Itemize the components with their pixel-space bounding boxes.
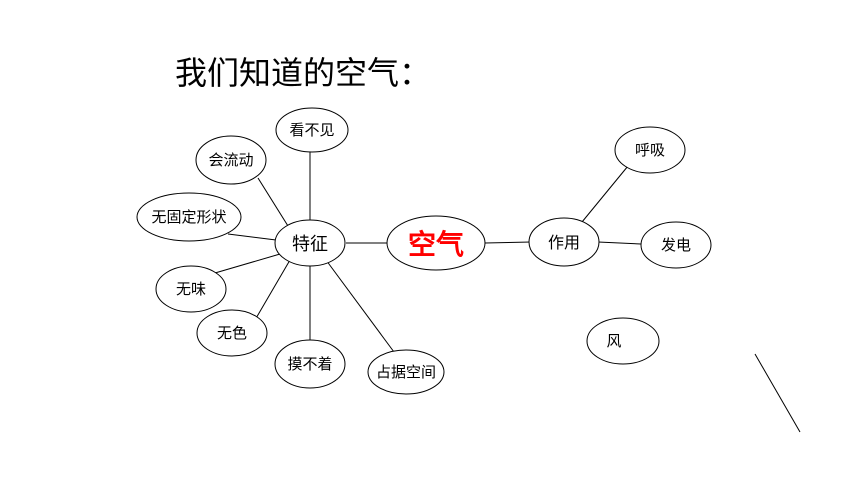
node-no-fixed-shape-label: 无固定形状 — [151, 208, 226, 226]
mind-map-edges — [214, 152, 801, 433]
node-tasteless-label: 无味 — [176, 280, 206, 298]
node-colorless — [196, 309, 268, 357]
edge-features-flows — [257, 177, 289, 227]
node-power — [640, 221, 712, 269]
node-no-fixed-shape — [136, 192, 242, 242]
node-flows-label: 会流动 — [208, 151, 253, 169]
node-center — [386, 215, 486, 271]
edge-uses-breathing — [581, 165, 629, 223]
edge-features-tasteless — [214, 253, 281, 274]
node-uses-label: 作用 — [548, 233, 580, 252]
node-invisible — [275, 107, 349, 153]
node-intangible — [274, 339, 346, 389]
edge-features-no-shape — [227, 233, 277, 241]
node-breathing — [614, 126, 686, 174]
node-power-label: 发电 — [661, 236, 691, 254]
edge-features-colorless — [254, 259, 291, 321]
node-colorless-label: 无色 — [217, 324, 247, 342]
mind-map-nodes: 空气 特征 看不见 会流动 无固定形状 无味 无色 摸不着 占据空间 作用 呼吸 — [136, 107, 712, 395]
edge-uses-power — [597, 241, 642, 245]
node-occupies-space-label: 占据空间 — [376, 363, 436, 381]
node-invisible-label: 看不见 — [289, 121, 334, 139]
node-intangible-label: 摸不着 — [287, 355, 332, 373]
node-uses — [528, 217, 600, 267]
node-wind-label: 风 — [606, 332, 621, 350]
node-flows — [195, 135, 267, 185]
slide-title: 我们知道的空气： — [175, 54, 432, 92]
node-tasteless — [155, 265, 227, 313]
node-features-label: 特征 — [292, 234, 328, 255]
stray-line — [754, 353, 801, 433]
node-occupies-space — [367, 349, 445, 395]
node-features — [274, 219, 346, 267]
edge-features-occupies-space — [325, 259, 395, 353]
node-wind — [586, 317, 660, 365]
node-center-label: 空气 — [408, 228, 464, 261]
node-breathing-label: 呼吸 — [635, 141, 665, 159]
edge-center-uses — [484, 241, 532, 244]
